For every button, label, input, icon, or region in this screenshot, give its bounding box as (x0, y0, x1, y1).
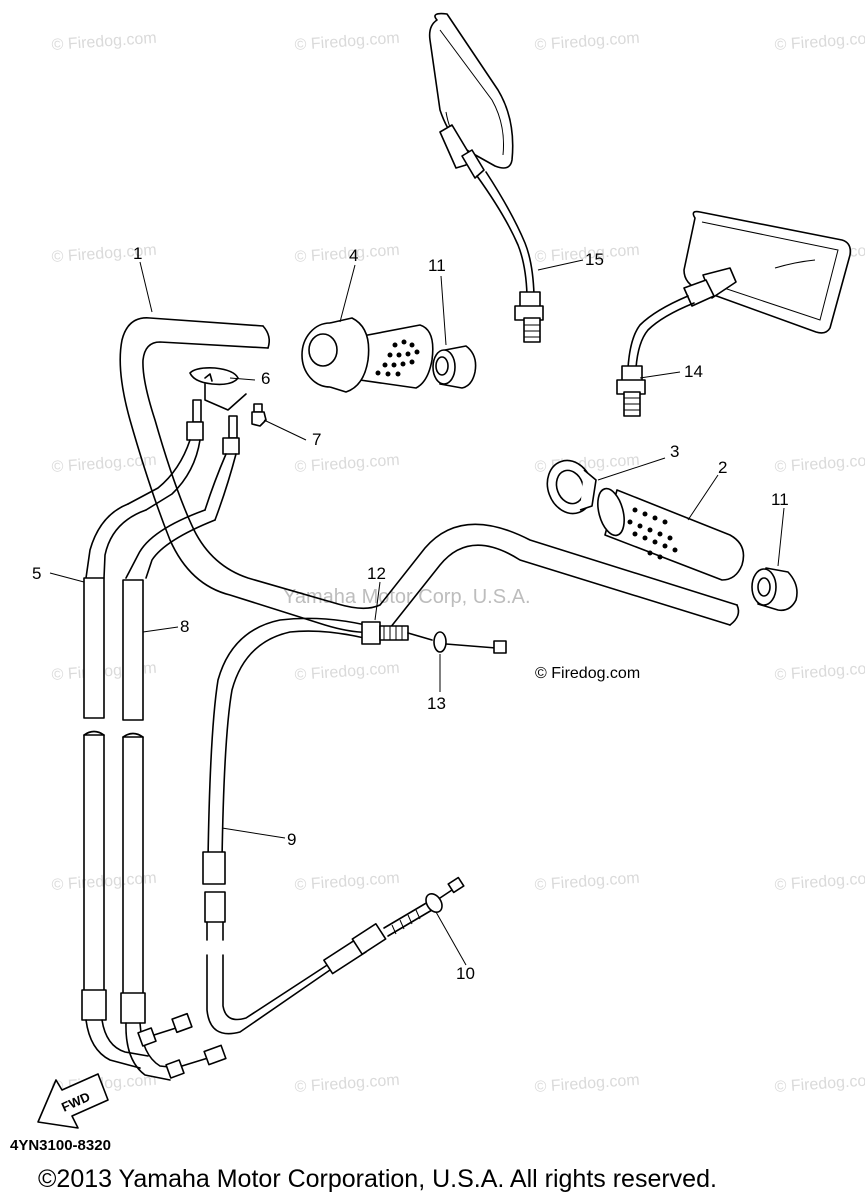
watermark: © Firedog.com (774, 30, 865, 54)
callout-13: 13 (427, 694, 446, 713)
mirror-right (616, 210, 852, 417)
mirror-left (428, 12, 544, 343)
copyright-notice: ©2013 Yamaha Motor Corporation, U.S.A. A… (38, 1165, 717, 1193)
watermark: © Firedog.com (774, 660, 865, 684)
callout-3: 3 (670, 442, 679, 461)
grip (597, 487, 745, 581)
callout-10: 10 (456, 964, 475, 983)
switch-wiring (127, 399, 240, 521)
watermark: © Firedog.com (534, 30, 640, 54)
watermark: © Firedog.com (294, 660, 400, 684)
watermark: © Firedog.com (294, 452, 400, 476)
callout-4: 4 (349, 246, 358, 265)
watermark: © Firedog.com (774, 870, 865, 894)
callout-7: 7 (312, 430, 321, 449)
callout-14: 14 (684, 362, 703, 381)
watermark: © Firedog.com (774, 452, 865, 476)
diagram-part-number: 4YN3100-8320 (10, 1137, 111, 1154)
watermark: © Firedog.com (294, 1072, 400, 1096)
watermark: © Firedog.com (774, 1072, 865, 1096)
callout-15: 15 (585, 250, 604, 269)
watermark: © Firedog.com (534, 1072, 640, 1096)
callout-labels: 1 4 11 15 6 14 7 3 2 11 5 12 8 13 9 10 (32, 244, 789, 983)
grip-end-lower (751, 567, 798, 612)
callout-8: 8 (180, 617, 189, 636)
cable-adjuster (361, 621, 507, 654)
grip-inner (546, 459, 597, 515)
center-watermark: Yamaha Motor Corp, U.S.A. (283, 586, 531, 608)
callout-5: 5 (32, 564, 41, 583)
callout-6: 6 (261, 369, 270, 388)
handlebar (119, 317, 740, 634)
cables-5-8 (81, 503, 227, 1081)
callout-9: 9 (287, 830, 296, 849)
callout-11-lower: 11 (771, 490, 789, 509)
watermark: © Firedog.com (294, 242, 400, 266)
throttle-cable (202, 617, 465, 1035)
callout-2: 2 (718, 458, 727, 477)
leader-lines (49, 259, 785, 966)
callout-1: 1 (133, 244, 142, 263)
throttle-grip (301, 317, 434, 393)
grip-end-upper (432, 345, 477, 389)
callout-11-upper: 11 (428, 256, 446, 275)
watermark: © Firedog.com (294, 30, 400, 54)
watermark: © Firedog.com (534, 870, 640, 894)
watermark: © Firedog.com (51, 30, 157, 54)
firedog-credit: © Firedog.com (535, 665, 640, 682)
watermark: © Firedog.com (294, 870, 400, 894)
callout-12: 12 (367, 564, 386, 583)
clamp-and-bolt (189, 367, 267, 427)
fwd-arrow-icon: FWD (37, 1073, 109, 1129)
